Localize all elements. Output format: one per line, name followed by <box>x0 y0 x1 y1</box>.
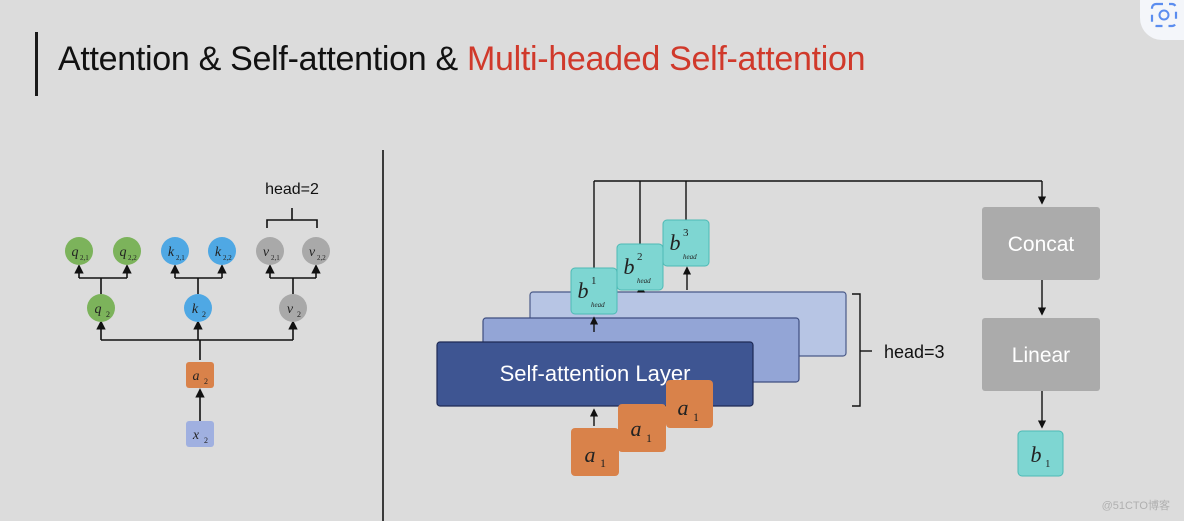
svg-text:2: 2 <box>202 310 206 319</box>
layer-stack: Self-attention Layer <box>436 291 847 407</box>
svg-text:2,2: 2,2 <box>128 254 137 262</box>
svg-text:a: a <box>631 416 642 441</box>
svg-text:1: 1 <box>1045 458 1051 470</box>
linear-box <box>982 318 1100 391</box>
key-head-1-node: k 2,1 <box>161 237 189 265</box>
svg-text:a: a <box>585 442 596 467</box>
svg-text:2,1: 2,1 <box>176 254 185 262</box>
multihead-split-diagram: head=2 x 2 a 2 q 2 k 2 v 2 <box>65 181 330 447</box>
split-connectors <box>74 208 321 422</box>
input-a-middle: a 1 <box>618 404 666 452</box>
svg-text:2: 2 <box>297 310 301 319</box>
svg-text:2,2: 2,2 <box>223 254 232 262</box>
svg-text:2,2: 2,2 <box>317 254 326 262</box>
svg-text:head: head <box>637 277 651 285</box>
head-output-1: b 1 head <box>570 267 618 315</box>
watermark: @51CTO博客 <box>1101 500 1170 512</box>
svg-text:2,1: 2,1 <box>80 254 89 262</box>
linear-label: Linear <box>1012 344 1070 367</box>
input-a-back: a 1 <box>666 380 713 428</box>
svg-text:3: 3 <box>683 227 689 239</box>
concat-label: Concat <box>1008 233 1075 256</box>
concat-box <box>982 207 1100 280</box>
camera-icon <box>1150 2 1178 28</box>
title-plain: Attention & Self-attention & <box>58 40 458 78</box>
section-divider <box>382 150 384 521</box>
output-to-concat-lines <box>593 180 1047 268</box>
embedding-a-node: a 2 <box>186 362 214 388</box>
svg-text:1: 1 <box>600 456 606 470</box>
title-accent-bar <box>35 32 38 96</box>
input-x-node: x 2 <box>186 421 214 447</box>
camera-badge[interactable] <box>1140 0 1184 40</box>
key-projection-node: k 2 <box>184 294 212 322</box>
svg-text:b: b <box>624 254 635 279</box>
svg-text:2: 2 <box>637 251 643 263</box>
svg-text:q: q <box>95 302 102 317</box>
svg-text:a: a <box>193 369 200 384</box>
query-projection-node: q 2 <box>87 294 115 322</box>
svg-text:k: k <box>192 302 199 317</box>
svg-text:v: v <box>263 245 270 260</box>
svg-text:2,1: 2,1 <box>271 254 280 262</box>
svg-text:2: 2 <box>204 377 208 386</box>
svg-text:2: 2 <box>106 310 110 319</box>
svg-text:b: b <box>1031 442 1042 467</box>
svg-text:b: b <box>670 230 681 255</box>
head-bracket-right <box>852 293 861 407</box>
svg-text:v: v <box>287 302 294 317</box>
svg-text:b: b <box>578 278 589 303</box>
value-head-2-node: v 2,2 <box>302 237 330 265</box>
head-output-2: b 2 head <box>616 243 664 291</box>
svg-text:q: q <box>120 245 127 260</box>
page-title: Attention & Self-attention & Multi-heade… <box>58 40 866 79</box>
svg-text:x: x <box>192 428 200 443</box>
svg-text:1: 1 <box>646 431 652 445</box>
svg-text:k: k <box>168 245 175 260</box>
head-output-3: b 3 head <box>662 219 710 267</box>
input-a-front: a 1 <box>571 428 619 476</box>
svg-text:a: a <box>678 395 689 420</box>
value-head-1-node: v 2,1 <box>256 237 284 265</box>
svg-text:head: head <box>591 301 605 309</box>
svg-text:v: v <box>309 245 316 260</box>
svg-text:head: head <box>683 253 697 261</box>
attention-layer-label: Self-attention Layer <box>500 361 691 386</box>
title-accent: Multi-headed Self-attention <box>467 40 866 78</box>
svg-text:1: 1 <box>591 275 597 287</box>
key-head-2-node: k 2,2 <box>208 237 236 265</box>
query-head-2-node: q 2,2 <box>113 237 141 265</box>
svg-text:q: q <box>72 245 79 260</box>
value-projection-node: v 2 <box>279 294 307 322</box>
svg-text:2: 2 <box>204 436 208 445</box>
final-output-node: b 1 <box>1017 430 1064 477</box>
multihead-layer-diagram: Self-attention Layer head=3 a 1 a 1 a 1 <box>436 180 1100 477</box>
head-count-label-left: head=2 <box>265 181 319 198</box>
query-head-1-node: q 2,1 <box>65 237 93 265</box>
head-count-label-right: head=3 <box>884 342 945 362</box>
svg-text:1: 1 <box>693 410 699 424</box>
svg-text:k: k <box>215 245 222 260</box>
